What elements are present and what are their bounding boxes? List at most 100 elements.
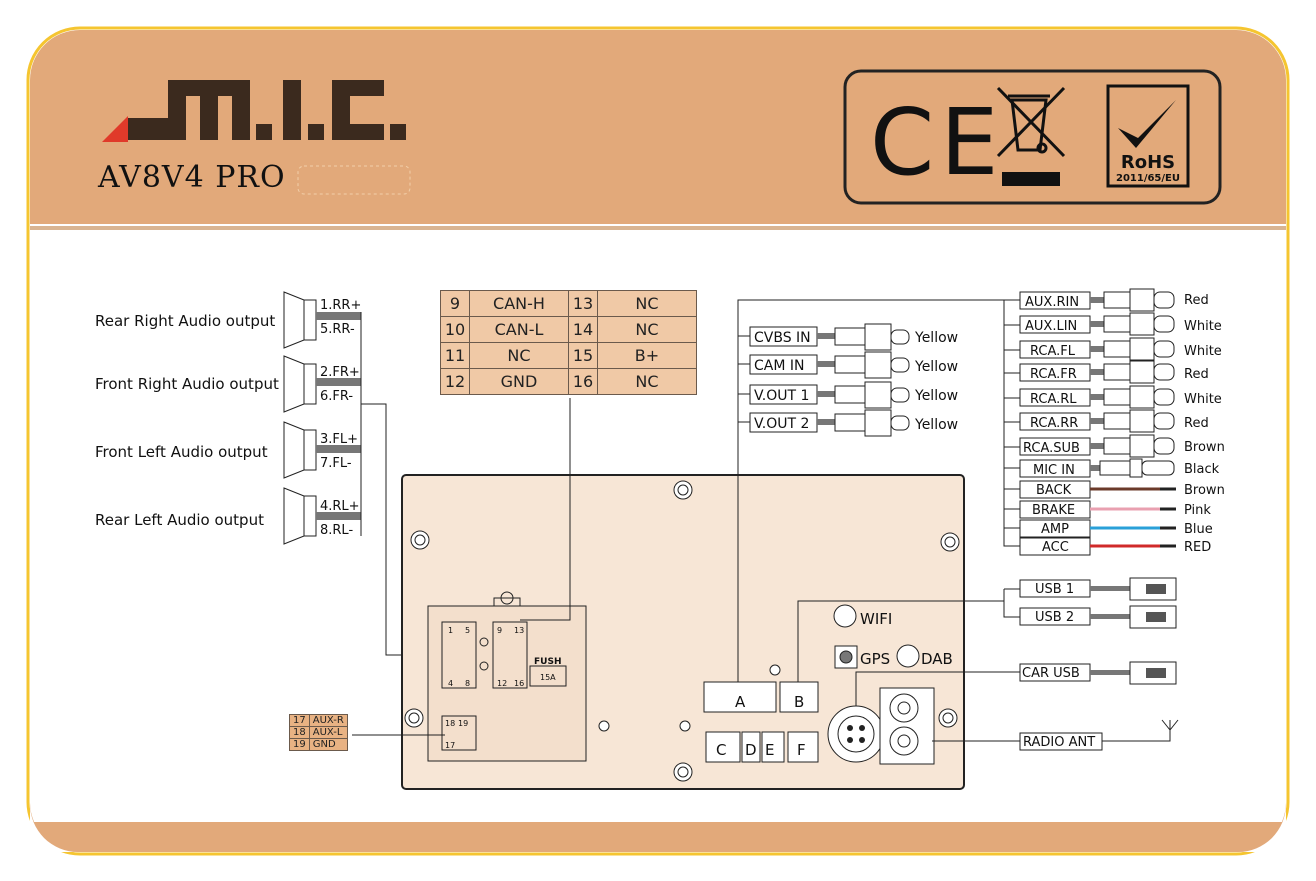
diagram-label: CAR USB [1022, 666, 1080, 681]
rca-cvbs-in: CVBS IN Yellow [749, 323, 958, 351]
diagram-label: E [765, 741, 774, 759]
diagram-label: Red [1184, 293, 1209, 308]
wire-back: BACK Brown [1019, 480, 1225, 499]
speaker-group: Rear Right Audio output 1.RR+ 5.RR- Fron… [95, 291, 445, 656]
diagram-label: RED [1184, 540, 1211, 555]
rca-aux-lin: AUX.LIN White [1019, 312, 1222, 336]
wifi-connector [833, 604, 857, 628]
diagram-label: RCA.RR [1030, 416, 1078, 431]
speaker-front-right: Front Right Audio output 2.FR+ 6.FR- [95, 355, 361, 413]
diagram-label: 4 [448, 679, 453, 688]
diagram-label: 15A [540, 673, 556, 682]
brand-logo [102, 80, 406, 142]
diagram-label: AMP [1041, 522, 1069, 537]
table-row: 12 GND 16 NC [440, 368, 697, 395]
table-row: 9 CAN-H 13 NC [440, 290, 697, 317]
can-pin-table: 9 CAN-H 13 NC 10 CAN-L 14 NC 11 NC 15 B+… [440, 290, 697, 395]
diagram-label: AUX.LIN [1025, 319, 1077, 334]
ce-mark: CE [870, 89, 1004, 196]
speaker-front-left: Front Left Audio output 3.FL+ 7.FL- [95, 421, 361, 479]
weee-icon [996, 86, 1066, 158]
table-row: 17 AUX-R [289, 714, 348, 727]
mic-in-jack: MIC IN Black [1019, 458, 1220, 478]
diagram-label: Yellow [914, 359, 958, 375]
diagram-label: 7.FL- [320, 456, 352, 471]
diagram-label: Blue [1184, 522, 1213, 537]
aux-pin-table: 17 AUX-R 18 AUX-L 19 GND [289, 714, 348, 751]
diagram-label: 5.RR- [320, 322, 355, 337]
rca-vout-2: V.OUT 2 Yellow [749, 409, 958, 437]
diagram-label: FUSH [534, 657, 561, 667]
gps-label: GPS [860, 650, 890, 668]
rca-vout-1: V.OUT 1 Yellow [749, 381, 958, 409]
table-row: 19 GND [289, 738, 348, 751]
diagram-label: 8 [465, 679, 470, 688]
diagram-label: Yellow [914, 388, 958, 404]
diagram-label: 17 [445, 741, 455, 750]
dab-connector [896, 644, 920, 668]
diagram-label: Front Left Audio output [95, 443, 268, 461]
diagram-label: 4.RL+ [320, 499, 360, 514]
radio-antenna-connector: RADIO ANT [1019, 732, 1103, 751]
diagram-label: RoHS [1121, 152, 1175, 173]
diagram-label: V.OUT 1 [754, 388, 809, 404]
diagram-label: 13 [514, 626, 524, 635]
diagram-label: White [1184, 344, 1222, 359]
diagram-label: RCA.SUB [1023, 441, 1080, 456]
diagram-label: 2.FR+ [320, 365, 360, 380]
diagram-label: Yellow [914, 330, 958, 346]
usb-group: USB 1 USB 2 CAR USB RADIO ANT [1019, 577, 1177, 751]
diagram-label: 16 [514, 679, 524, 688]
port-block: A B C D E F [703, 681, 819, 763]
usb-1-connector: USB 1 [1019, 577, 1177, 601]
diagram-label: 6.FR- [320, 389, 353, 404]
table-row: 11 NC 15 B+ [440, 342, 697, 369]
diagram-label: Brown [1184, 440, 1225, 455]
wire-brake: BRAKE Pink [1019, 500, 1211, 519]
diagram-label: RADIO ANT [1023, 735, 1095, 750]
diagram-label: Front Right Audio output [95, 375, 279, 393]
car-usb-connector: CAR USB [1019, 661, 1177, 685]
rca-rr: RCA.RR Red [1019, 409, 1209, 433]
dab-label: DAB [921, 650, 953, 668]
diagram-label: B [794, 693, 804, 711]
speaker-rear-right: Rear Right Audio output 1.RR+ 5.RR- [95, 291, 361, 349]
diagram-label: 1.RR+ [320, 298, 361, 313]
diagram-label: A [735, 693, 746, 711]
diagram-label: MIC IN [1033, 463, 1075, 478]
audio-rca-group: AUX.RIN Red AUX.LIN White RCA.FL White [1019, 288, 1225, 478]
table-row: 10 CAN-L 14 NC [440, 316, 697, 343]
rca-sub: RCA.SUB Brown [1019, 434, 1225, 458]
diagram-label: C [716, 741, 726, 759]
diagram-label: D [745, 741, 757, 759]
diagram-label: CAM IN [754, 358, 804, 374]
diagram-label: USB 2 [1035, 610, 1074, 625]
diagram-label: BACK [1036, 483, 1072, 498]
certification-box: CE RoHS 2011/65/EU [843, 69, 1222, 205]
diagram-label: Yellow [914, 417, 958, 433]
diagram-label: AUX.RIN [1025, 295, 1079, 310]
diagram-label: 3.FL+ [320, 432, 358, 447]
diagram-label: Pink [1184, 503, 1211, 518]
harness-socket [427, 591, 587, 762]
diagram-label: 1 [448, 626, 453, 635]
diagram-label: Black [1184, 462, 1220, 477]
diagram-label: White [1184, 319, 1222, 334]
rca-aux-rin: AUX.RIN Red [1019, 288, 1209, 312]
usb-2-connector: USB 2 [1019, 605, 1177, 629]
diagram-label: RCA.FR [1030, 367, 1077, 382]
diagram-label: Brown [1184, 483, 1225, 498]
wire-acc: ACC RED [1019, 537, 1211, 556]
diagram-label: 9 [497, 626, 502, 635]
rohs-badge: RoHS 2011/65/EU [1106, 84, 1190, 188]
diagram-label: 18 [445, 719, 455, 728]
rca-fr: RCA.FR Red [1019, 360, 1209, 384]
wire-group: BACK Brown BRAKE Pink AMP Blue ACC RED [1019, 480, 1225, 556]
diagram-label: RCA.FL [1030, 344, 1076, 359]
wire-amp: AMP Blue [1019, 519, 1213, 538]
diagram-label: CVBS IN [754, 330, 811, 346]
wifi-label: WIFI [860, 610, 892, 628]
diagram-label: ACC [1042, 540, 1069, 555]
diagram-label: 2011/65/EU [1116, 173, 1180, 184]
diagram-label: Rear Left Audio output [95, 511, 264, 529]
